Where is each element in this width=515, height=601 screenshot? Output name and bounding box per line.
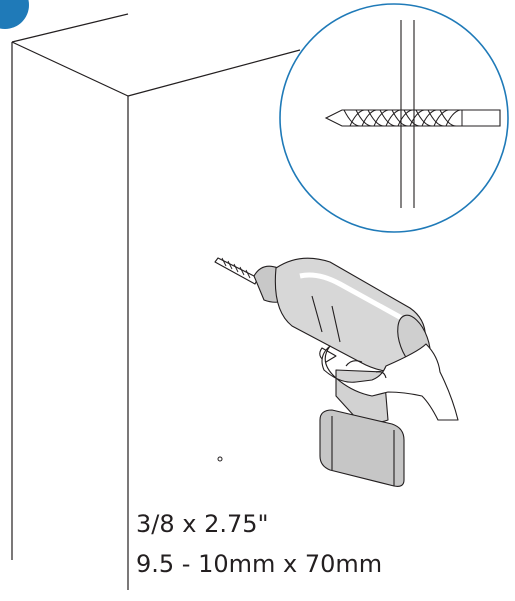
drill-bit-magnifier-icon <box>279 3 509 233</box>
wall-outline <box>11 13 301 590</box>
bolt-size-imperial: 3/8 x 2.75" <box>136 510 269 538</box>
cordless-drill-icon <box>214 257 431 487</box>
pilot-hole-mark <box>217 456 223 462</box>
step-badge-icon <box>0 0 29 29</box>
hand-icon <box>321 343 459 421</box>
bolt-size-metric: 9.5 - 10mm x 70mm <box>136 550 383 578</box>
